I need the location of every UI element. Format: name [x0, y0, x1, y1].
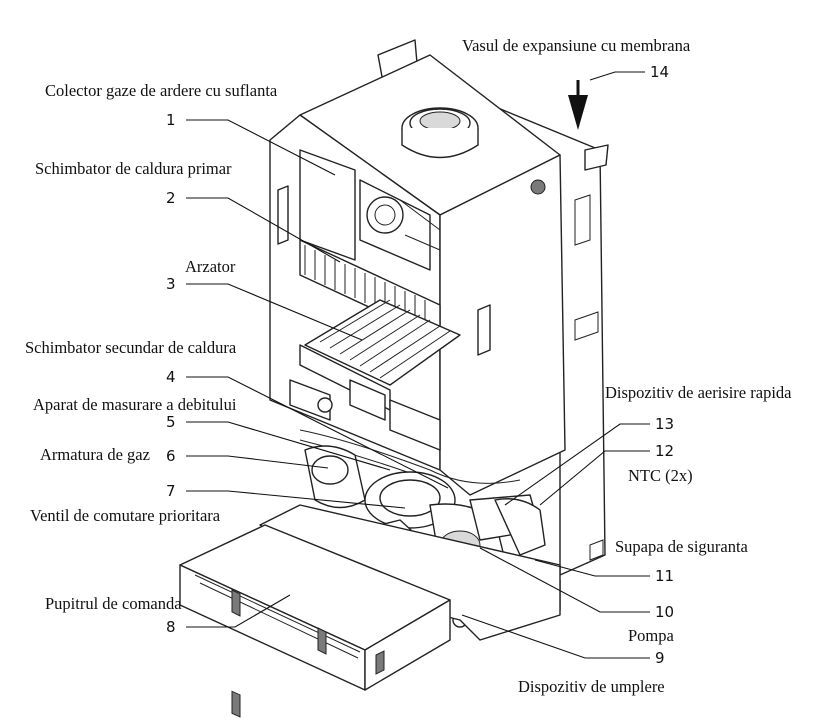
leader-1 [186, 119, 336, 176]
leader-3 [186, 283, 363, 341]
boiler-illustration [179, 39, 609, 718]
callout-5: 5 [166, 413, 176, 431]
callout-13: 13 [655, 415, 674, 433]
callout-1: 1 [166, 111, 176, 129]
leader-11 [534, 559, 650, 577]
label-secondary-exchanger: Schimbator secundar de caldura [25, 338, 237, 357]
leader-4 [186, 376, 449, 489]
leader-lines [186, 71, 650, 659]
leader-5 [186, 421, 391, 471]
casing-right [439, 154, 566, 496]
label-safety-valve: Supapa de siguranta [615, 537, 749, 556]
label-flow-meter: Aparat de masurare a debitului [33, 395, 237, 414]
callout-3: 3 [166, 275, 176, 293]
label-expansion-vessel: Vasul de expansiune cu membrana [462, 36, 691, 55]
arrow-14-head [568, 95, 588, 130]
label-diverter-valve: Ventil de comutare prioritara [30, 506, 221, 525]
leader-9 [461, 614, 650, 659]
callout-12: 12 [655, 442, 674, 460]
label-ntc: NTC (2x) [628, 466, 693, 485]
callout-numbers: 1 2 3 4 5 6 7 8 9 10 11 12 13 14 [166, 63, 674, 667]
callout-7: 7 [166, 482, 176, 500]
label-pump: Pompa [628, 626, 675, 645]
air-vent-cap [530, 179, 546, 195]
leader-8 [186, 594, 291, 628]
control-panel [179, 524, 451, 718]
leader-7 [186, 490, 406, 509]
labels: Colector gaze de ardere cu suflanta Schi… [25, 36, 792, 696]
callout-4: 4 [166, 368, 176, 386]
leader-2 [186, 197, 341, 263]
label-filling-device: Dispozitiv de umplere [518, 677, 665, 696]
label-burner: Arzator [185, 257, 236, 276]
callout-6: 6 [166, 447, 176, 465]
label-flue-collector: Colector gaze de ardere cu suflanta [45, 81, 278, 100]
label-control-panel: Pupitrul de comanda [45, 594, 182, 613]
label-gas-valve: Armatura de gaz [40, 445, 150, 464]
callout-8: 8 [166, 618, 176, 636]
callout-14: 14 [650, 63, 669, 81]
flue-collector [299, 149, 356, 261]
leader-14 [589, 71, 645, 81]
label-primary-exchanger: Schimbator de caldura primar [35, 159, 232, 178]
callout-2: 2 [166, 189, 176, 207]
callout-11: 11 [655, 567, 674, 585]
leader-13 [504, 423, 650, 506]
label-air-vent: Dispozitiv de aerisire rapida [605, 383, 792, 402]
leader-12 [539, 450, 650, 506]
callout-9: 9 [655, 649, 665, 667]
leader-10 [479, 547, 650, 613]
callout-10: 10 [655, 603, 674, 621]
leader-6 [186, 455, 329, 469]
